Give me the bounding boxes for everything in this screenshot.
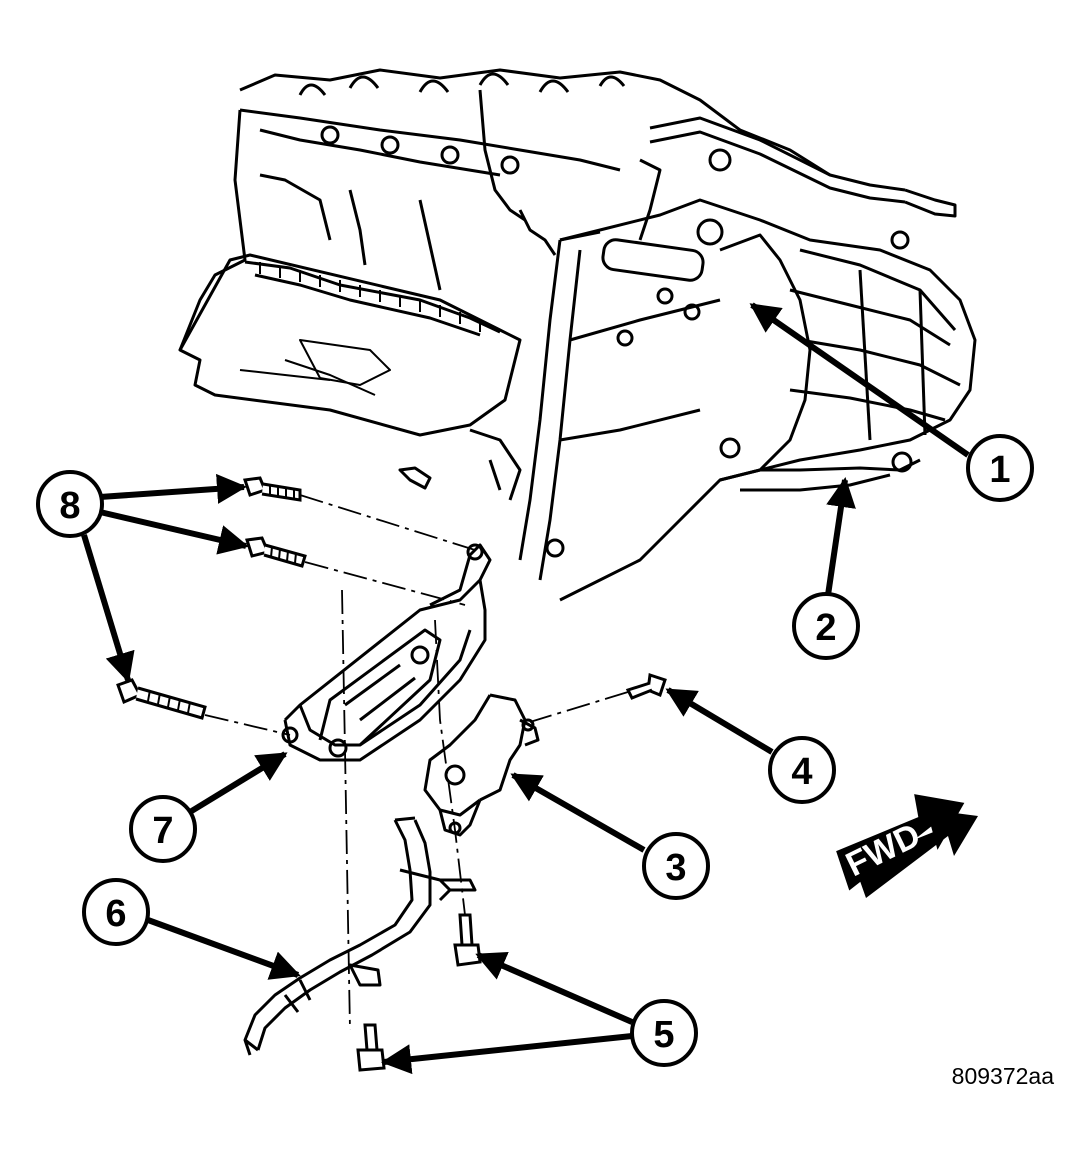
callout-4: 4	[768, 736, 836, 804]
cooler-tube	[243, 816, 477, 1056]
callout-4-label: 4	[791, 751, 812, 793]
oil-pan-ribs	[259, 262, 481, 332]
callout-7: 7	[129, 795, 197, 863]
bolt-8-upper	[243, 476, 302, 502]
arrow-6	[146, 917, 301, 980]
bolt-5-upper	[453, 913, 482, 967]
callout-7-label: 7	[152, 810, 173, 852]
bolt-5-lower	[356, 1023, 386, 1072]
shift-tube	[649, 116, 906, 192]
callout-2-label: 2	[815, 607, 836, 649]
cylinder-head-details	[298, 72, 626, 175]
mount-bracket	[281, 543, 492, 762]
bolt-8-lower	[116, 678, 207, 720]
arrow-4	[665, 687, 774, 755]
bolt-4	[625, 673, 667, 700]
fwd-direction-arrow: FWD	[836, 794, 978, 898]
callout-6-label: 6	[105, 893, 126, 935]
callout-8-label: 8	[59, 485, 80, 527]
assembly-guide-lines	[204, 494, 629, 1031]
arrow-3	[510, 772, 646, 853]
callout-8: 8	[36, 470, 104, 538]
callout-5-label: 5	[653, 1014, 674, 1056]
arrow-8c	[81, 534, 135, 683]
fwd-arrow-body	[836, 794, 965, 891]
crossmember-bracket	[423, 693, 540, 837]
arrow-8a	[99, 473, 247, 504]
arrow-7	[188, 751, 288, 815]
callout-3: 3	[642, 832, 710, 900]
callout-1: 1	[966, 434, 1034, 502]
callout-3-label: 3	[665, 847, 686, 889]
transmission-housing	[559, 198, 977, 602]
callouts: 1 2 3 4 5 6 7 8	[36, 434, 1034, 1067]
callout-6: 6	[82, 878, 150, 946]
callout-1-label: 1	[989, 449, 1010, 491]
figure-id: 809372aa	[951, 1063, 1054, 1089]
arrow-5b	[381, 1033, 633, 1075]
bolt-8-middle	[245, 536, 307, 568]
bolts	[116, 476, 667, 1072]
leader-arrows	[81, 302, 970, 1075]
arrow-8b	[99, 509, 249, 555]
arrow-5a	[475, 952, 634, 1025]
arrow-2	[825, 477, 856, 596]
arrow-1	[749, 302, 970, 458]
callout-2: 2	[792, 592, 860, 660]
engine-transmission-assembly	[178, 68, 977, 602]
oil-pan	[178, 253, 522, 437]
callout-5: 5	[630, 999, 698, 1067]
